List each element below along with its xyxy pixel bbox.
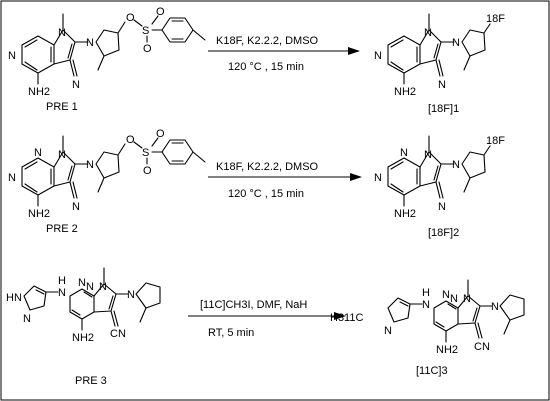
pre3-atom-n-methyl: N [99, 281, 107, 293]
pre1-atom-n-methyl: N [58, 27, 66, 39]
pre1-atom-o2: O [156, 6, 165, 18]
pre1-atom-n-pyrrolidine: N [86, 37, 94, 49]
product2-atom-fluorine: 18F [486, 135, 505, 147]
product1-atom-fluorine: 18F [486, 13, 505, 25]
pre1-label: PRE 1 [46, 101, 78, 113]
product3-atom-nitrile: CN [474, 341, 490, 353]
pre2-atom-n-pyrrolidine: N [86, 159, 94, 171]
pre3-atom-n-ring1: N [78, 277, 86, 289]
product3-atom-methyl: H311C [330, 312, 363, 324]
product2-atom-amine: NH2 [394, 208, 416, 220]
product3-structure [387, 279, 525, 343]
row1-reagent-line1: K18F, K2.2.2, DMSO [216, 35, 319, 47]
product3-atom-n-ring1: N [442, 289, 450, 301]
product2-atom-n-pyrrolidine: N [452, 159, 460, 171]
product1-atom-nitrile: N [438, 79, 446, 91]
row2-reagent-line1: K18F, K2.2.2, DMSO [216, 161, 319, 173]
pre3-atom-n-pyrazole1: N [23, 313, 31, 325]
row-2: N N N N NH2 N O S O O PRE 2 K18F, K2.2.2… [8, 128, 505, 239]
product1-atom-amine: NH2 [394, 86, 416, 98]
product1-atom-n-pyrrolidine: N [452, 37, 460, 49]
pre2-atom-s: S [142, 147, 149, 159]
pre1-atom-s: S [142, 25, 149, 37]
row-1: N N N NH2 N O S O O PRE 1 K18F, K2.2.2, … [8, 6, 505, 115]
pre3-atom-n-ring2: N [86, 281, 94, 293]
pre2-atom-amine: NH2 [28, 208, 50, 220]
pre1-atom-o1: O [126, 12, 135, 24]
product1-atom-n-ring: N [374, 50, 382, 62]
product3-atom-n-pyrazole1: N [384, 325, 392, 337]
product2-atom-n-ring2: N [374, 172, 382, 184]
pre2-atom-n-ring1: N [34, 147, 42, 159]
pre1-atom-amine: NH2 [28, 86, 50, 98]
pre1-atom-n-ring: N [8, 50, 16, 62]
row3-reagent-line1: [11C]CH3I, DMF, NaH [200, 299, 307, 311]
pre1-atom-nitrile: N [72, 79, 80, 91]
pre3-atom-nh-link-h: H [58, 275, 66, 287]
row3-arrowhead [334, 312, 346, 320]
product3-atom-nh-link-n: N [422, 299, 430, 311]
pre3-atom-hn: HN [6, 292, 22, 304]
pre3-atom-nitrile: CN [110, 328, 126, 340]
pre3-atom-n-pyrrolidine: N [127, 289, 135, 301]
product3-atom-nh-link-h: H [422, 287, 430, 299]
pre2-atom-o3: O [143, 165, 152, 177]
product2-atom-nitrile: N [438, 201, 446, 213]
product2-atom-n-methyl: N [424, 149, 432, 161]
product2-label: [18F]2 [428, 227, 459, 239]
product1-atom-n-methyl: N [424, 27, 432, 39]
product3-label: [11C]3 [416, 365, 448, 377]
product3-atom-n-ring2: N [450, 293, 458, 305]
pre1-atom-o3: O [143, 43, 152, 55]
pre1-structure [21, 13, 206, 85]
pre2-atom-o1: O [126, 134, 135, 146]
row2-reagent-line2: 120 °C , 15 min [228, 188, 304, 200]
product2-atom-n-ring1: N [400, 147, 408, 159]
pre2-label: PRE 2 [46, 223, 78, 235]
row-3: HN N N H N N N N NH2 CN PRE 3 [11C]CH3I,… [6, 267, 525, 387]
product1-label: [18F]1 [428, 103, 459, 115]
pre2-atom-n-ring2: N [8, 172, 16, 184]
pre3-atom-nh-link-n: N [58, 287, 66, 299]
product1-structure [387, 13, 491, 85]
product3-atom-n-pyrrolidine: N [491, 301, 499, 313]
pre2-atom-n-methyl: N [58, 149, 66, 161]
pre3-structure [23, 267, 161, 331]
pre3-label: PRE 3 [75, 375, 107, 387]
row3-reagent-line2: RT, 5 min [208, 327, 254, 339]
product3-atom-n-methyl: N [463, 293, 471, 305]
row1-arrowhead [348, 47, 360, 55]
product3-atom-amine: NH2 [436, 344, 458, 356]
row2-arrowhead [350, 173, 362, 181]
pre2-atom-o2: O [156, 128, 165, 140]
product2-structure [387, 135, 491, 207]
row1-reagent-line2: 120 °C , 15 min [228, 61, 304, 73]
pre3-atom-amine: NH2 [72, 332, 94, 344]
pre2-structure [21, 135, 206, 207]
pre2-atom-nitrile: N [72, 201, 80, 213]
